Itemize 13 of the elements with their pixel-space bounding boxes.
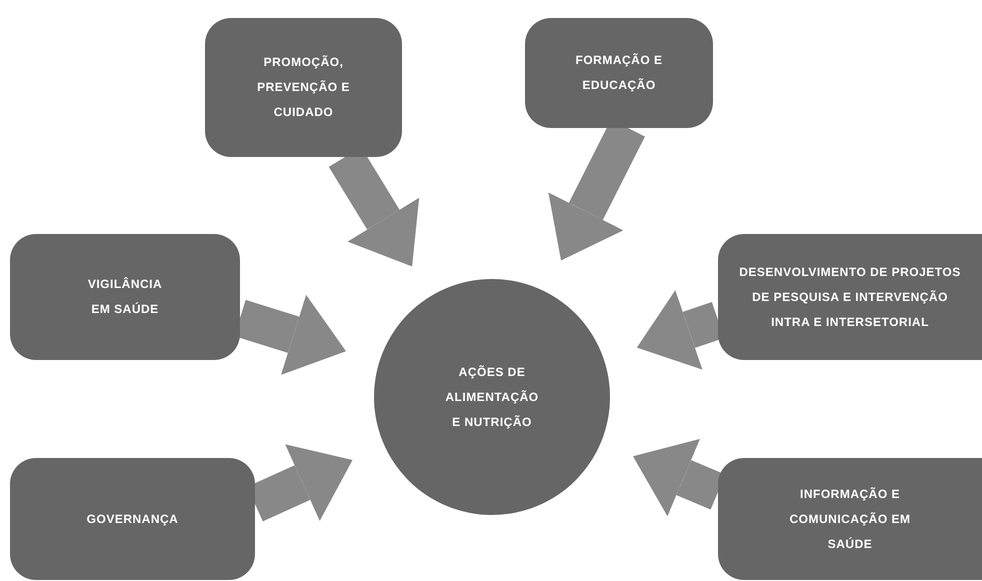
topic-box <box>205 18 402 157</box>
topic-box <box>718 234 982 360</box>
box-label: DESENVOLVIMENTO DE PROJETOS DE PESQUISA E INTERVENÇÃO INTRA E INTERSETORIAL <box>738 264 962 330</box>
box-label: AÇÕES DE ALIMENTAÇÃO E NUTRIÇÃO <box>444 364 540 430</box>
box-label: FORMAÇÃO E EDUCAÇÃO <box>574 52 664 94</box>
topic-box <box>525 18 713 128</box>
box-label: INFORMAÇÃO E COMUNICAÇÃO EM SAÚDE <box>788 486 912 552</box>
topic-box <box>10 458 255 580</box>
topic-box <box>718 458 982 580</box>
topic-box <box>10 234 240 360</box>
box-label: GOVERNANÇA <box>86 510 178 528</box>
box-label: VIGILÂNCIA EM SAÚDE <box>86 276 164 318</box>
box-label: PROMOÇÃO, PREVENÇÃO E CUIDADO <box>256 54 351 121</box>
